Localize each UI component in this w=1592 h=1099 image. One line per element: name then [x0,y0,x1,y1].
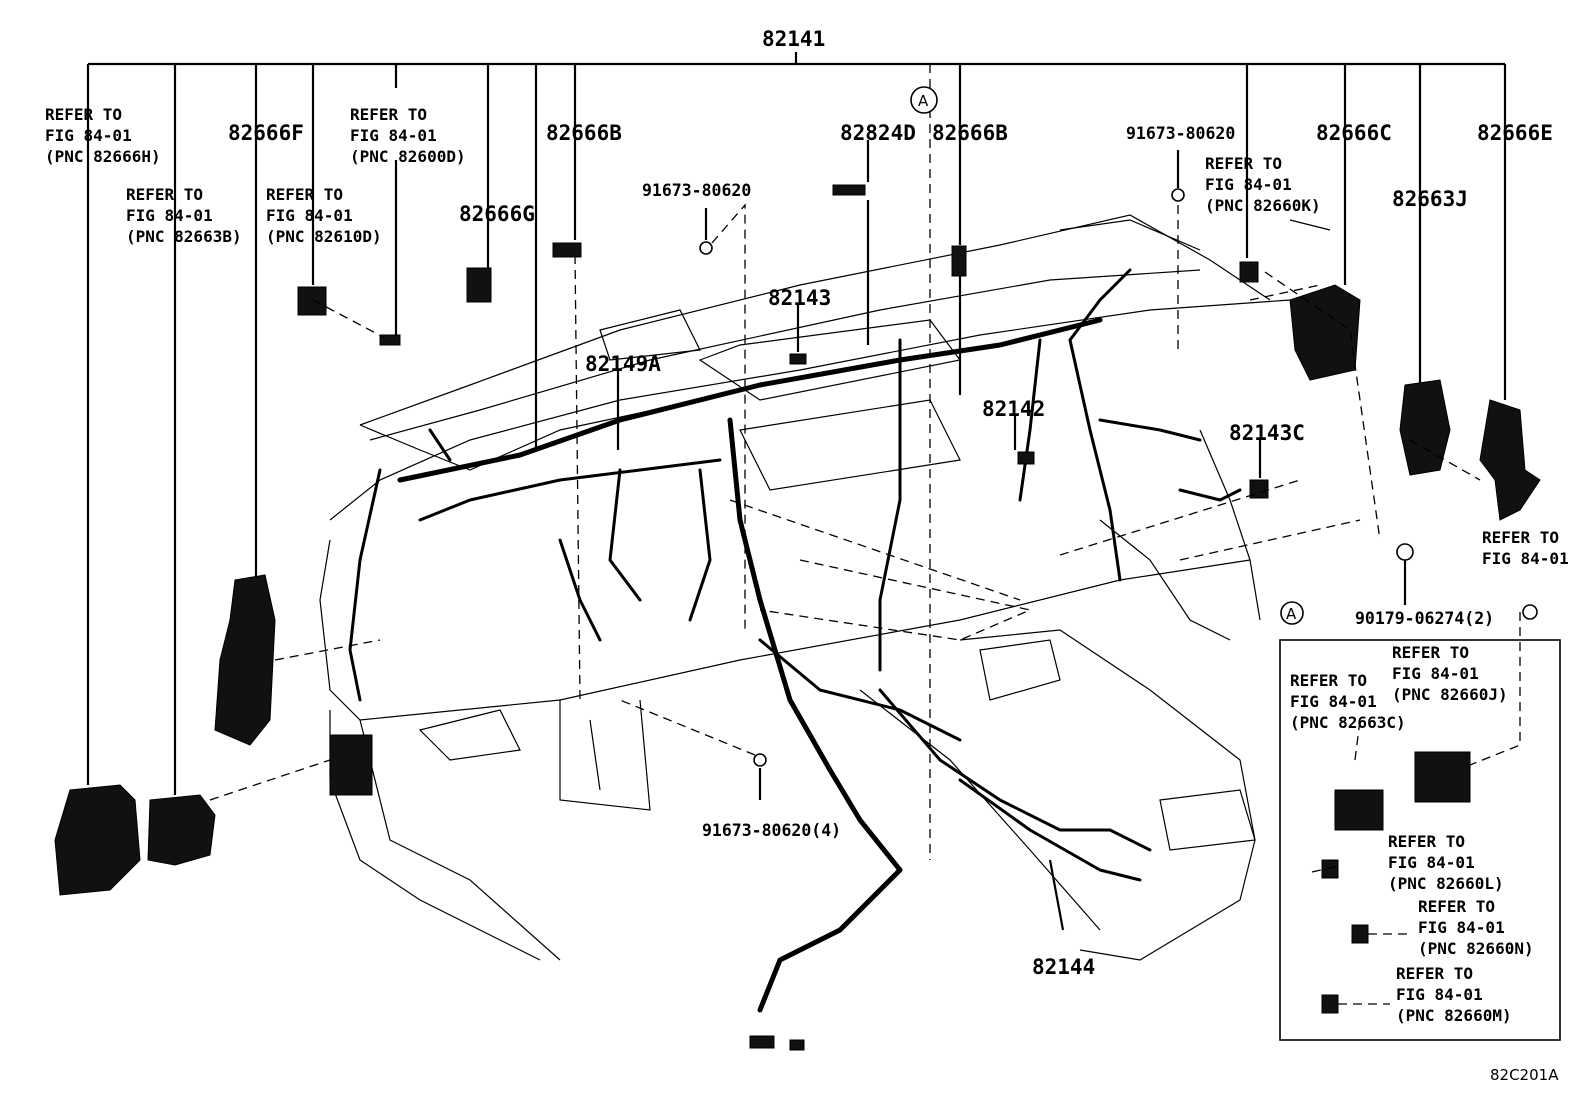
label-82666G: 82666G [459,202,535,226]
label-82144: 82144 [1032,955,1095,979]
label-82142: 82142 [982,397,1045,421]
connector-82610D [297,286,327,316]
label-82143: 82143 [768,286,831,310]
refer-82666H: REFER TO FIG 84-01 (PNC 82666H) [45,105,161,166]
refer-82660J: REFER TO FIG 84-01 (PNC 82660J) [1392,643,1508,704]
connector-82660L [1321,859,1339,879]
detail-a-inset-box [1279,639,1561,1041]
label-bolt-top-mid: 91673-80620 [642,181,751,200]
instrument-panel-outline [319,214,1331,961]
bracket-82666F [214,574,276,746]
connector-82143C [1249,479,1269,499]
components [54,184,1541,1051]
leader-lines [209,64,1521,1005]
label-82143C: 82143C [1229,421,1305,445]
bolt-top-mid [699,241,713,255]
label-82666B-left: 82666B [546,121,622,145]
label-82824D: 82824D [840,121,916,145]
refer-82600D: REFER TO FIG 84-01 (PNC 82600D) [350,105,466,166]
fuse-block-lower-left [329,734,373,796]
refer-82610D: REFER TO FIG 84-01 (PNC 82610D) [266,185,382,246]
refer-82660N: REFER TO FIG 84-01 (PNC 82660N) [1418,897,1534,958]
harness-end-connector [749,1035,775,1049]
main-part-bracket: 82141 [86,27,1507,795]
bolt-top-right [1171,188,1185,202]
label-82149A: 82149A [585,352,661,376]
connector-82666B-right [951,245,967,277]
bolt-right [1522,604,1538,620]
box-82660J [1414,751,1471,803]
bolt-bottom [753,753,767,767]
label-82666C: 82666C [1316,121,1392,145]
label-82663J: 82663J [1392,187,1468,211]
bracket-82666E [1479,399,1541,521]
label-clip: 90179-06274(2) [1355,609,1494,628]
harness-end-connector-2 [789,1039,805,1051]
diagram-code: 82C201A [1490,1066,1559,1084]
clip-90179 [1396,543,1414,561]
junction-block-82666H [54,784,141,896]
connector-82660N [1351,924,1369,944]
label-bolt-bottom: 91673-80620(4) [702,821,841,840]
block-82666C [1289,284,1361,381]
connector-82660M [1321,994,1339,1014]
label-82666B-right: 82666B [932,121,1008,145]
refer-82663C: REFER TO FIG 84-01 (PNC 82663C) [1290,671,1406,732]
wire-harness-routes [348,268,1242,1013]
main-part-label: 82141 [762,27,825,51]
label-82666F: 82666F [228,121,304,145]
refer-side: REFER TO FIG 84-01 [1482,528,1569,568]
part-labels: 82666F 82666B 82666B 82666G 82824D 82666… [228,121,1559,1084]
clip-82824D [832,184,866,196]
label-82666E: 82666E [1477,121,1553,145]
refer-82663B: REFER TO FIG 84-01 (PNC 82663B) [126,185,242,246]
refer-82660M: REFER TO FIG 84-01 (PNC 82660M) [1396,964,1512,1025]
refer-82660L: REFER TO FIG 84-01 (PNC 82660L) [1388,832,1504,893]
svg-text:A: A [1286,605,1297,623]
relay-block-82663B [147,794,216,866]
connector-82142 [1017,451,1035,465]
connector-82600D [379,334,401,346]
label-bolt-top-right: 91673-80620 [1126,124,1235,143]
connector-82666B-left [552,242,582,258]
refer-82660K: REFER TO FIG 84-01 (PNC 82660K) [1205,154,1321,215]
connector-82660K [1239,261,1259,283]
block-82663J [1399,379,1451,476]
connector-82143 [789,353,807,365]
svg-text:A: A [918,92,929,110]
refer-notes: REFER TO FIG 84-01 (PNC 82666H) REFER TO… [45,105,1569,1025]
callout-a-inset: A [1280,601,1304,625]
connector-82666G [466,267,492,303]
callout-a-top: A [910,86,938,114]
box-82663C [1334,789,1384,831]
